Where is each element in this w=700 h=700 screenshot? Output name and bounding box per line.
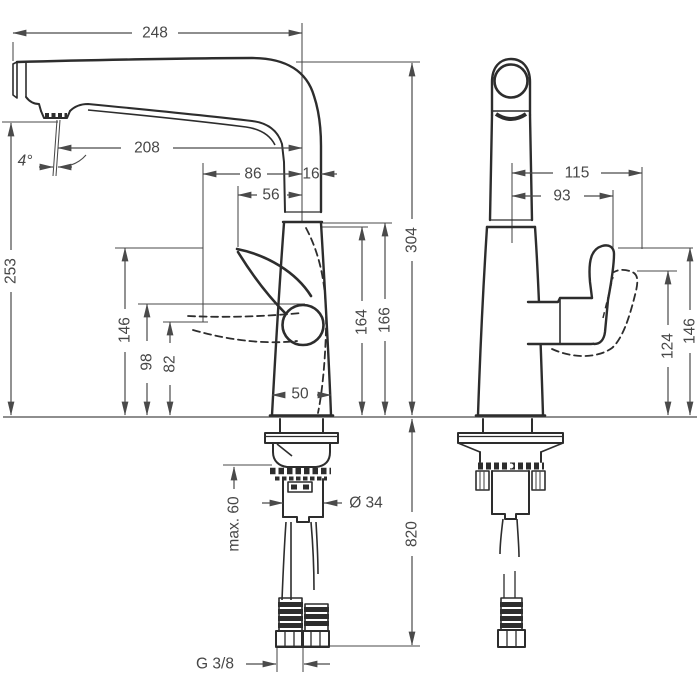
handle-lever-front [588, 244, 616, 346]
dim-56: 56 [237, 187, 303, 204]
dim-label: 16 [302, 166, 319, 183]
dim-115: 115 [511, 165, 643, 182]
dim-label: 253 [3, 258, 20, 284]
dim-166: 166 [377, 222, 394, 416]
dim-label: 820 [404, 521, 421, 547]
dim-146-left: 146 [117, 247, 134, 416]
dim-label: 248 [142, 25, 168, 42]
dim-label: 304 [404, 227, 421, 253]
dim-label: 115 [565, 165, 590, 182]
dimensions: 248 208 4° 86 16 56 [3, 25, 699, 673]
dim-304: 304 [404, 62, 421, 416]
dim-max-60: max. 60 [226, 466, 243, 552]
dim-label: 82 [162, 355, 179, 372]
spout-capsule [490, 57, 532, 117]
hose-connectors [275, 597, 330, 648]
dim-124: 124 [660, 270, 677, 416]
dim-16: 16 [302, 166, 337, 183]
dim-label: 4° [18, 153, 33, 170]
supply-hose-front [499, 518, 520, 598]
dim-label: 146 [682, 318, 699, 344]
dim-label: 50 [291, 386, 309, 403]
aerator-front [494, 112, 528, 121]
dim-thread-g38: G 3/8 [196, 656, 330, 673]
dim-label: Ø 34 [349, 495, 383, 512]
dim-label: 86 [244, 166, 261, 183]
dim-label: 208 [134, 140, 160, 157]
dim-93: 93 [511, 188, 614, 205]
spout-end-circle [493, 63, 529, 99]
dim-248: 248 [12, 25, 303, 42]
dim-86: 86 [202, 166, 303, 183]
handle-lever-front-dashed [551, 268, 639, 357]
dim-label: 56 [262, 187, 279, 204]
threaded-shank [282, 478, 324, 518]
supply-hoses [281, 521, 319, 601]
extension-lines [2, 23, 693, 672]
front-view [457, 57, 639, 648]
dim-label: 98 [139, 353, 156, 370]
lever-pivot-block [526, 296, 603, 346]
hose-connector-front [497, 597, 526, 648]
dim-label: 166 [377, 307, 394, 333]
column-front [488, 113, 534, 222]
dim-820: 820 [404, 418, 421, 646]
dim-82: 82 [162, 321, 179, 416]
dim-label: 93 [553, 188, 570, 205]
dim-98: 98 [139, 303, 156, 416]
dim-label: G 3/8 [196, 656, 234, 673]
handle-lever [235, 247, 325, 347]
spout-end-cap [12, 61, 18, 99]
mounting-hardware-front [457, 418, 564, 520]
dim-253: 253 [3, 122, 20, 416]
dim-164: 164 [354, 226, 371, 416]
dim-diameter-34: Ø 34 [262, 495, 383, 512]
side-view [12, 56, 339, 648]
spout-outline [15, 56, 323, 214]
dim-label: 124 [660, 333, 677, 359]
dim-208: 208 [57, 140, 303, 157]
handle-lever-alt-dashed [187, 227, 328, 414]
mounting-hardware [264, 418, 339, 523]
spout-underside [25, 96, 42, 112]
dim-146-right: 146 [682, 247, 699, 416]
dim-label: 146 [117, 317, 134, 343]
dim-label: 164 [354, 309, 371, 335]
dim-angle-4deg: 4° [18, 153, 87, 171]
dim-label: max. 60 [226, 496, 243, 552]
dim-50: 50 [271, 386, 332, 403]
